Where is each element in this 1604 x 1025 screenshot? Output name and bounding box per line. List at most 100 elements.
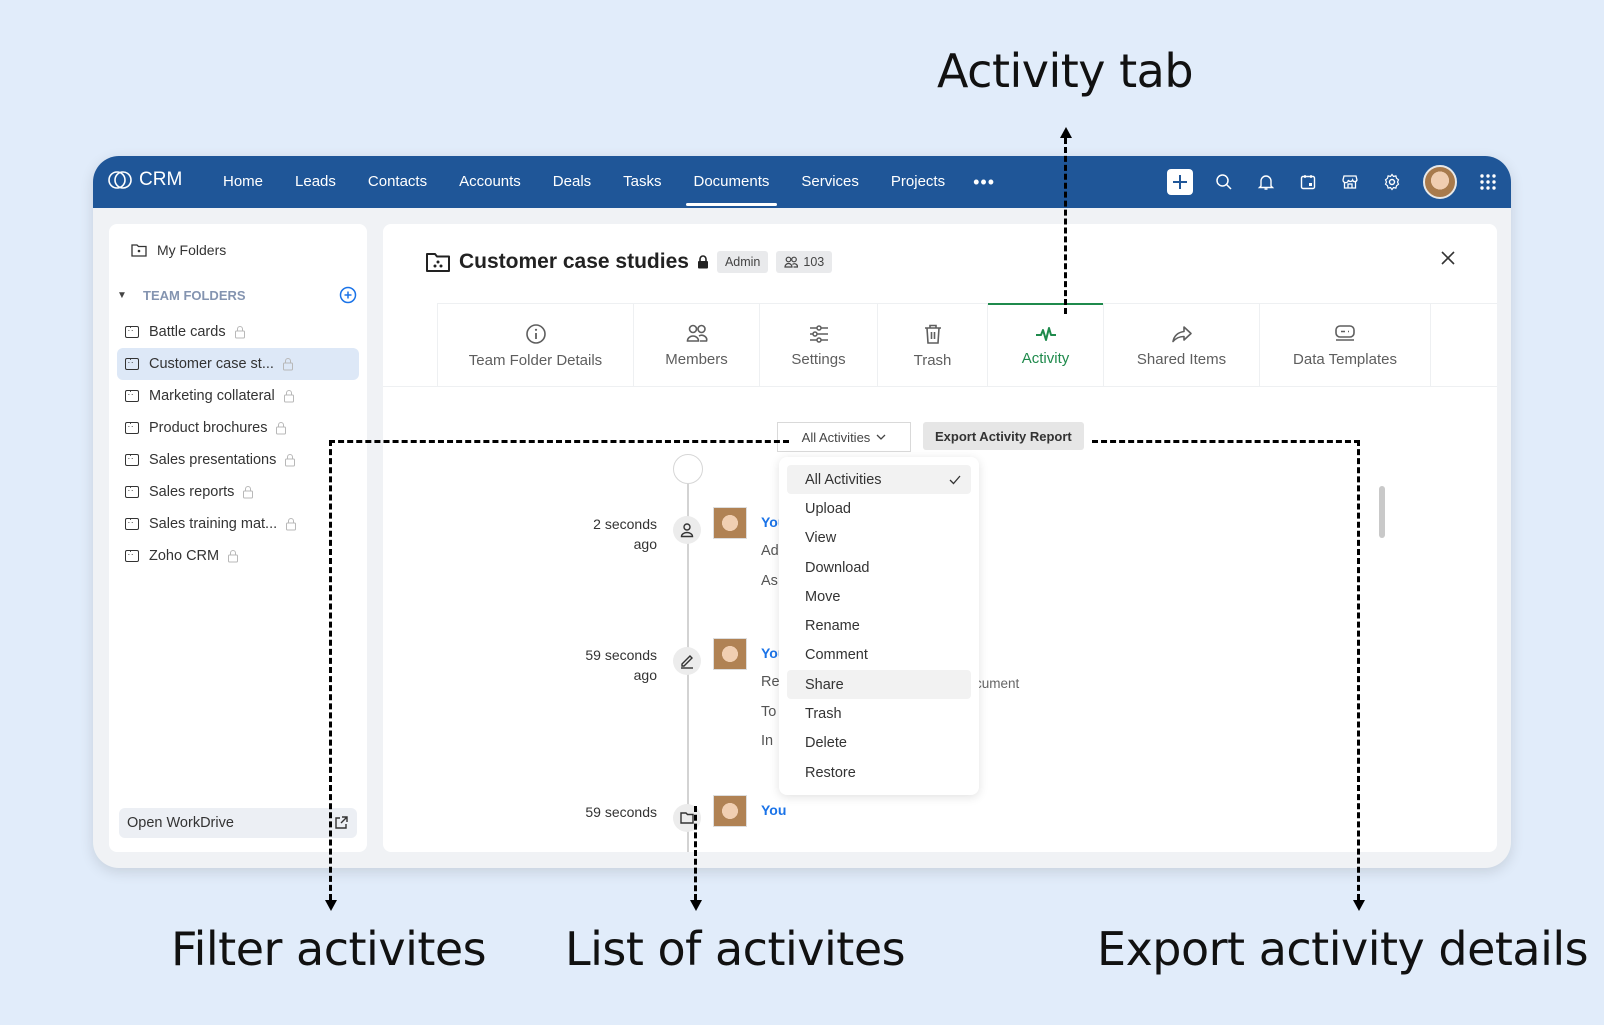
nav-projects[interactable]: Projects — [890, 173, 946, 190]
sidebar-folder-item[interactable]: Marketing collateral — [117, 380, 359, 412]
tab-team-folder-details[interactable]: Team Folder Details — [437, 304, 633, 387]
activity-detail-line: To — [761, 703, 777, 720]
activity-time: 2 seconds ago — [517, 514, 657, 554]
folder-label: Product brochures — [149, 420, 268, 436]
tab-activity[interactable]: Activity — [987, 303, 1103, 387]
filter-option[interactable]: All Activities — [787, 465, 971, 495]
sidebar-folder-item[interactable]: Battle cards — [117, 316, 359, 348]
filter-option[interactable]: Move — [787, 582, 971, 611]
activity-time: 59 seconds ago — [517, 645, 657, 685]
filter-option[interactable]: View — [787, 524, 971, 553]
nav-home[interactable]: Home — [223, 173, 264, 190]
lock-icon — [228, 550, 239, 563]
filter-option[interactable]: Rename — [787, 611, 971, 640]
filter-option[interactable]: Restore — [787, 758, 971, 787]
filter-option[interactable]: Download — [787, 553, 971, 582]
open-workdrive-button[interactable]: Open WorkDrive — [119, 808, 357, 838]
team-folder-list: Battle cardsCustomer case st... Marketing… — [117, 316, 359, 572]
folder-label: Customer case st... — [149, 356, 274, 372]
template-icon — [1335, 324, 1355, 341]
notifications-button[interactable] — [1255, 171, 1277, 193]
filter-option[interactable]: Share — [787, 670, 971, 700]
app-grid-button[interactable] — [1477, 171, 1499, 193]
annotation-arrow-down — [1353, 900, 1365, 911]
activity-time-line: 59 seconds — [585, 804, 657, 820]
team-folders-header: ▼ TEAM FOLDERS — [117, 286, 357, 304]
calendar-button[interactable] — [1297, 171, 1319, 193]
app-grid-icon — [1480, 174, 1496, 190]
activity-detail-line: In — [761, 733, 774, 749]
sidebar-folder-item[interactable]: Zoho CRM — [117, 540, 359, 572]
scrollbar-thumb[interactable] — [1379, 486, 1385, 538]
activity-detail-line: As — [761, 572, 778, 589]
members-icon — [686, 324, 707, 342]
annotation-arrow-down — [325, 900, 337, 911]
nav-contacts[interactable]: Contacts — [367, 173, 428, 190]
team-folder-icon — [125, 421, 139, 434]
settings-button[interactable] — [1381, 171, 1403, 193]
app-name: CRM — [139, 169, 183, 190]
activity-filter-dropdown[interactable]: All Activities — [777, 422, 911, 452]
crm-logo-icon — [108, 171, 132, 189]
filter-option[interactable]: Delete — [787, 729, 971, 758]
top-icons — [1167, 156, 1499, 208]
share-icon — [1171, 325, 1192, 342]
activity-user-avatar — [713, 795, 747, 827]
user-avatar[interactable] — [1423, 165, 1457, 199]
activity-time-line: ago — [633, 667, 657, 683]
team-folder-icon — [125, 357, 139, 370]
create-button[interactable] — [1167, 169, 1193, 195]
team-folder-icon — [125, 325, 139, 338]
export-activity-report-button[interactable]: Export Activity Report — [923, 422, 1084, 450]
sidebar-folder-item[interactable]: Product brochures — [117, 412, 359, 444]
annotation-export: Export activity details — [1097, 922, 1589, 976]
team-folder-icon — [125, 453, 139, 466]
annotation-line-filter-h — [329, 440, 789, 443]
sidebar-folder-item[interactable]: Sales reports — [117, 476, 359, 508]
filter-option[interactable]: Comment — [787, 641, 971, 670]
activity-time-line: ago — [633, 536, 657, 552]
tab-label: Members — [665, 350, 728, 368]
activity-time-line: 2 seconds — [593, 516, 657, 532]
tab-shared-items[interactable]: Shared Items — [1103, 304, 1259, 387]
sidebar-folder-item[interactable]: Customer case st... — [117, 348, 359, 380]
tab-label: Shared Items — [1136, 350, 1227, 368]
search-button[interactable] — [1213, 171, 1235, 193]
nav-accounts[interactable]: Accounts — [459, 173, 521, 190]
team-folder-icon — [125, 549, 139, 562]
tab-data-templates[interactable]: Data Templates — [1259, 304, 1431, 387]
team-folders-label: TEAM FOLDERS — [143, 287, 246, 303]
tab-label: Team Folder Details — [468, 351, 603, 369]
nav-documents[interactable]: Documents — [678, 156, 786, 208]
filter-option-label: Move — [805, 588, 841, 605]
activity-time-line: 59 seconds — [585, 647, 657, 663]
nav-more-button[interactable]: ••• — [973, 172, 995, 192]
my-folders-link[interactable]: My Folders — [131, 242, 226, 258]
lock-icon — [697, 255, 708, 269]
nav-services[interactable]: Services — [801, 173, 859, 190]
annotation-line-export-v — [1357, 440, 1360, 900]
tab-members[interactable]: Members — [633, 304, 759, 387]
marketplace-button[interactable] — [1339, 171, 1361, 193]
filter-option-label: Trash — [805, 706, 842, 723]
crm-logo[interactable]: CRM — [107, 169, 182, 191]
nav-leads[interactable]: Leads — [295, 173, 336, 190]
member-count-badge[interactable]: 103 — [776, 251, 833, 273]
main-nav: Home Leads Contacts Accounts Deals Tasks… — [207, 156, 1007, 208]
nav-deals[interactable]: Deals — [552, 173, 592, 190]
folder-title: Customer case studies — [459, 250, 689, 273]
close-button[interactable] — [1439, 246, 1457, 274]
activity-user-name[interactable]: You — [761, 802, 787, 818]
filter-option-label: All Activities — [805, 471, 882, 488]
role-badge: Admin — [716, 251, 769, 273]
tab-trash[interactable]: Trash — [877, 304, 987, 387]
nav-tasks[interactable]: Tasks — [623, 173, 662, 190]
filter-option[interactable]: Upload — [787, 494, 971, 523]
filter-option[interactable]: Trash — [787, 699, 971, 728]
sidebar-folder-item[interactable]: Sales training mat... — [117, 508, 359, 540]
tab-settings[interactable]: Settings — [759, 304, 877, 387]
add-team-folder-icon[interactable] — [339, 286, 357, 304]
sidebar-folder-item[interactable]: Sales presentations — [117, 444, 359, 476]
filter-option-label: Upload — [805, 500, 851, 517]
collapse-caret-icon[interactable]: ▼ — [117, 289, 127, 301]
